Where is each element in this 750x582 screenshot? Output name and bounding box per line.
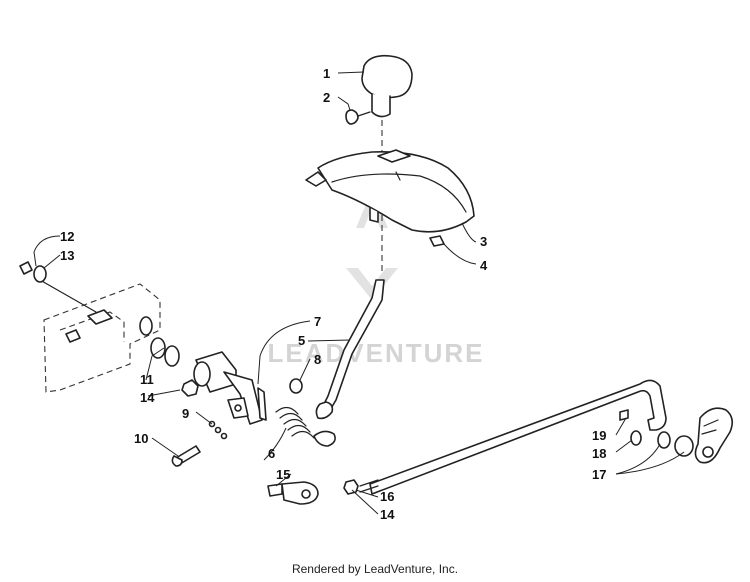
shift-rod [359, 379, 667, 495]
callout-17: 17 [592, 467, 606, 482]
watermark-text: LEADVENTURE [267, 338, 484, 368]
shift-cover [305, 149, 475, 233]
leader-lines [33, 71, 685, 515]
callout-4: 4 [480, 258, 488, 273]
footer-credit: Rendered by LeadVenture, Inc. [291, 562, 459, 576]
pivot-bracket [193, 351, 267, 425]
callout-1: 1 [323, 66, 330, 81]
shift-knob [361, 54, 413, 118]
callout-14-right: 14 [380, 507, 395, 522]
o-rings [150, 337, 180, 367]
callout-9: 9 [182, 406, 189, 421]
callout-12: 12 [60, 229, 74, 244]
callout-13: 13 [60, 248, 74, 263]
rod-end [267, 481, 319, 505]
frame-mount [39, 279, 161, 393]
callouts: 1 2 3 4 5 6 7 8 9 10 11 12 13 14 14 15 1… [60, 66, 606, 522]
callout-18: 18 [592, 446, 606, 461]
hex-nut-left [181, 379, 199, 397]
rod-washers [619, 409, 694, 457]
watermark-chevron-icon [346, 268, 398, 300]
hex-nut-right [343, 479, 359, 495]
bolt [171, 445, 201, 467]
callout-10: 10 [134, 431, 148, 446]
callout-2: 2 [323, 90, 330, 105]
callout-11: 11 [140, 372, 154, 387]
shift-lever [315, 279, 385, 420]
shift-arm [694, 407, 734, 464]
callout-5: 5 [298, 333, 305, 348]
callout-15: 15 [276, 467, 290, 482]
pins [208, 420, 228, 440]
callout-3: 3 [480, 234, 487, 249]
frame-bolt [19, 261, 47, 283]
callout-8: 8 [314, 352, 321, 367]
watermark: LEADVENTURE [267, 190, 484, 368]
callout-14-left: 14 [140, 390, 155, 405]
callout-6: 6 [268, 446, 275, 461]
small-washer [289, 378, 303, 394]
shift-spring [275, 406, 336, 447]
callout-16: 16 [380, 489, 394, 504]
callout-19: 19 [592, 428, 606, 443]
watermark-flame-icon [356, 190, 388, 228]
callout-7: 7 [314, 314, 321, 329]
knob-screw [345, 109, 371, 125]
cover-bushing [429, 235, 445, 247]
